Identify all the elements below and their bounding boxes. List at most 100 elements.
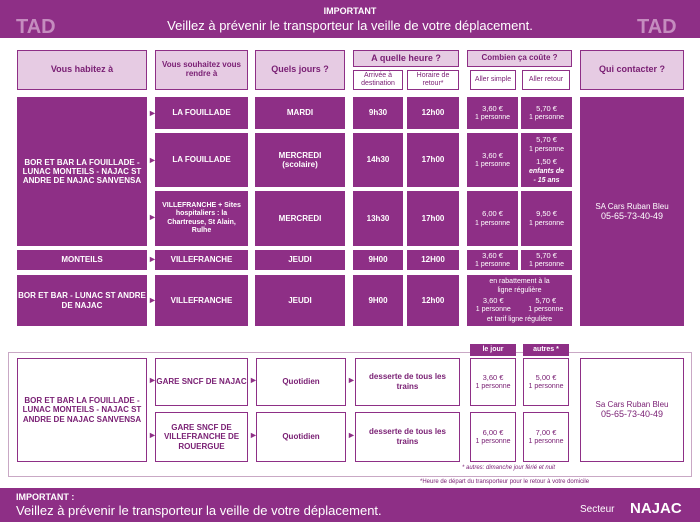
desserte-cell: desserte de tous les trains	[355, 358, 460, 406]
header-heure: A quelle heure ?	[353, 50, 459, 67]
header-rendre: Vous souhaitez vous rendre à	[155, 50, 248, 90]
bottom-notice: Veillez à prévenir le transporteur la ve…	[16, 503, 382, 518]
arrow-icon: ►	[148, 430, 157, 440]
arrow-icon: ►	[148, 155, 157, 165]
origin-a: BOR ET BAR LA FOUILLADE - LUNAC MONTEILS…	[17, 97, 147, 246]
dest-cell: GARE SNCF DE NAJAC	[155, 358, 248, 406]
price-unit: 1 personne	[474, 161, 511, 169]
tarif-note: et tarif ligne régulière	[486, 315, 553, 323]
price-unit: 1 personne	[474, 114, 511, 122]
price-unit: 1 personne	[475, 306, 511, 314]
day-cell: Quotidien	[256, 412, 346, 462]
header-contact: Qui contacter ?	[580, 50, 684, 90]
arrow-icon: ►	[347, 375, 356, 385]
origin-c: BOR ET BAR - LUNAC ST ANDRE DE NAJAC	[17, 275, 147, 326]
price-unit: 1 personne	[474, 219, 511, 227]
price-amount: 3,60 €	[482, 250, 503, 260]
brand-left: TAD	[16, 16, 56, 38]
day-cell: Quotidien	[256, 358, 346, 406]
price-unit: 1 personne	[528, 306, 564, 314]
price-simple: 3,60 € 1 personne	[467, 250, 518, 270]
price-unit: 1 personne	[528, 438, 564, 446]
price-amount: 5,70 €	[536, 135, 557, 145]
price-amount: 5,70 €	[536, 250, 557, 260]
arrival-cell: 9H00	[353, 275, 403, 326]
contact-phone: 05-65-73-40-49	[600, 210, 664, 221]
header-aller-simple: Aller simple	[470, 70, 516, 90]
price-amount: 6,00 €	[482, 209, 503, 219]
price-autres: 7,00 € 1 personne	[523, 412, 569, 462]
contact-name: SA Cars Ruban Bleu	[595, 201, 669, 211]
arrow-icon: ►	[249, 430, 258, 440]
return-cell: 17h00	[407, 191, 459, 246]
price-amount: 7,00 €	[535, 427, 557, 437]
price-unit: 1 personne	[475, 383, 511, 391]
rabattement-block: en rabattement à la ligne régulière 3,60…	[467, 275, 572, 326]
header-cout: Combien ça coûte ?	[467, 50, 572, 67]
top-notice: Veillez à prévenir le transporteur la ve…	[167, 18, 533, 33]
header-aller-retour: Aller retour	[522, 70, 570, 90]
price-amount: 5,70 €	[536, 103, 557, 113]
origin-section2: BOR ET BAR LA FOUILLADE - LUNAC MONTEILS…	[17, 358, 147, 462]
price-child-note: enfants de - 15 ans	[529, 167, 565, 184]
bottom-important-label: IMPORTANT :	[16, 492, 75, 502]
header-retour: Horaire de retour*	[407, 70, 459, 90]
day-cell: JEUDI	[255, 250, 345, 270]
col-autres-label: autres *	[523, 344, 569, 356]
price-simple: 6,00 € 1 personne	[467, 191, 518, 246]
price-retour: 5,70 € 1 personne	[521, 97, 572, 129]
arrow-icon: ►	[148, 254, 157, 264]
price-retour: 5,70 € 1 personne	[521, 250, 572, 270]
price-amount: 3,60 €	[482, 295, 504, 305]
arrow-icon: ►	[148, 108, 157, 118]
header-arrivee: Arrivée à destination	[353, 70, 403, 90]
arrow-icon: ►	[148, 295, 157, 305]
contact-name: Sa Cars Ruban Bleu	[595, 400, 669, 410]
price-retour: 5,70 € 1 personne 1,50 € enfants de - 15…	[521, 133, 572, 187]
arrival-cell: 14h30	[353, 133, 403, 187]
price-unit: 1 personne	[528, 261, 565, 269]
dest-cell: LA FOUILLADE	[155, 133, 248, 187]
contact-block: SA Cars Ruban Bleu 05-65-73-40-49	[580, 97, 684, 326]
brand-right: TAD	[637, 16, 677, 38]
arrow-icon: ►	[148, 375, 157, 385]
secteur-label: Secteur	[580, 504, 615, 515]
dest-cell: VILLEFRANCHE	[155, 250, 248, 270]
price-simple: 3,60 € 1 personne	[467, 296, 520, 315]
price-amount: 3,60 €	[482, 150, 503, 160]
price-simple: 3,60 € 1 personne	[467, 97, 518, 129]
secteur-name: NAJAC	[630, 500, 682, 517]
price-amount: 6,00 €	[482, 427, 504, 437]
price-jour: 6,00 € 1 personne	[470, 412, 516, 462]
price-jour: 3,60 € 1 personne	[470, 358, 516, 406]
price-retour: 5,70 € 1 personne	[520, 296, 573, 315]
arrow-icon: ►	[347, 430, 356, 440]
day-cell: MERCREDI	[255, 191, 345, 246]
arrow-icon: ►	[148, 212, 157, 222]
return-cell: 12h00	[407, 275, 459, 326]
return-cell: 12H00	[407, 250, 459, 270]
arrival-cell: 9h30	[353, 97, 403, 129]
price-amount-child: 1,50 €	[536, 156, 557, 166]
price-amount: 5,70 €	[535, 295, 557, 305]
dest-cell: VILLEFRANCHE + Sites hospitaliers : la C…	[155, 191, 248, 246]
rabattement-prices: 3,60 € 1 personne 5,70 € 1 personne	[467, 296, 572, 315]
price-unit: 1 personne	[528, 114, 565, 122]
section2-footnote: * autres: dimanche jour férié et nuit	[462, 465, 556, 471]
price-amount: 5,00 €	[535, 372, 557, 382]
price-unit: 1 personne	[474, 261, 511, 269]
rabattement-note: en rabattement à la ligne régulière	[489, 278, 550, 295]
price-amount: 9,50 €	[536, 209, 557, 219]
header-habitez: Vous habitez à	[17, 50, 147, 90]
section2-frame	[8, 352, 692, 477]
price-simple: 3,60 € 1 personne	[467, 133, 518, 187]
col-jour-label: le jour	[470, 344, 516, 356]
arrival-cell: 13h30	[353, 191, 403, 246]
day-cell: MARDI	[255, 97, 345, 129]
bottom-banner	[0, 488, 700, 522]
price-unit: 1 personne	[528, 383, 564, 391]
top-important-label: IMPORTANT	[323, 6, 377, 16]
return-cell: 17h00	[407, 133, 459, 187]
top-banner	[0, 0, 700, 38]
arrow-icon: ►	[249, 375, 258, 385]
